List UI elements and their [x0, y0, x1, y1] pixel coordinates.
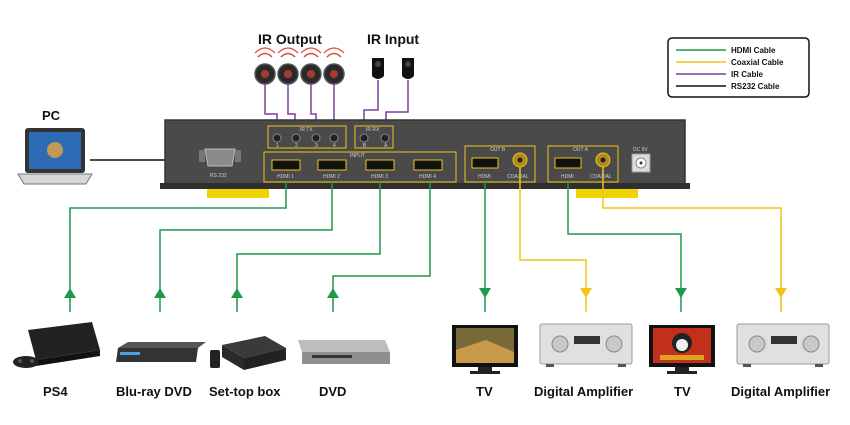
ps4-icon [13, 322, 100, 368]
ir-tx-port-label: 2 [295, 143, 298, 149]
output-label-tv: TV [476, 384, 493, 399]
pc-heading: PC [42, 108, 61, 123]
tv-icon [452, 325, 518, 374]
hdmi-port [271, 159, 301, 171]
ir-emitter-icon [323, 47, 345, 85]
ir-tx-label: IR TX [300, 127, 313, 133]
out-b-block [464, 145, 536, 183]
ir-tx-block [267, 125, 347, 149]
ir-receivers [372, 58, 414, 79]
hdmi-port [317, 159, 347, 171]
ir-rx-label: IR RX [366, 127, 380, 133]
ir-tx-jack [272, 133, 282, 143]
ir-tx-port-label: 3 [315, 143, 318, 149]
ir-tx-jack [291, 133, 301, 143]
hdmi-input-block [263, 151, 457, 183]
ir-receiver-icon [372, 58, 384, 79]
legend-rs232-label: RS232 Cable [731, 82, 780, 91]
tv-icon [649, 325, 715, 374]
amplifier-icon [736, 323, 830, 367]
coax-output-cables [519, 167, 782, 312]
output-arrows [479, 288, 787, 298]
output-label-amplifier: Digital Amplifier [731, 384, 830, 399]
out-a-label: OUT A [573, 147, 589, 153]
hdmi-port-label: HDMI 3 [371, 174, 388, 180]
amplifier-icon [539, 323, 633, 367]
out-a-block [547, 145, 619, 183]
out-b-coax-label: COAXIAL [507, 174, 529, 180]
matrix-switcher-device: RS 232 IR TX 1 2 3 4 IR RX B A INPUT [160, 119, 690, 198]
hdmi-source-cables [69, 182, 431, 312]
out-b-hdmi-port [471, 157, 499, 169]
rs232-label: RS 232 [210, 173, 227, 179]
pc-laptop-icon [17, 128, 93, 185]
hdmi-port [413, 159, 443, 171]
out-a-coax-label: COAXIAL [590, 174, 612, 180]
legend-coax-label: Coaxial Cable [731, 58, 784, 67]
output-label-tv: TV [674, 384, 691, 399]
set-top-box-icon [210, 336, 286, 370]
ir-rx-jack [380, 133, 390, 143]
ir-emitter-icon [300, 47, 322, 85]
legend-hdmi-label: HDMI Cable [731, 46, 776, 55]
ir-emitters [254, 47, 345, 85]
dc-label: DC 5V [633, 147, 648, 153]
rs232-port: RS 232 [199, 148, 241, 179]
ir-tx-port-label: 4 [333, 143, 336, 149]
hdmi-source-arrows [64, 288, 339, 298]
ir-tx-port-label: 1 [276, 143, 279, 149]
out-a-hdmi-label: HDMI [561, 174, 574, 180]
source-label-bluray: Blu-ray DVD [116, 384, 192, 399]
ir-emitter-icon [254, 47, 276, 85]
ir-rx-port-label: B [363, 143, 367, 149]
ir-rx-jack [359, 133, 369, 143]
ir-tx-jack [329, 133, 339, 143]
source-label-ps4: PS4 [43, 384, 68, 399]
ir-emitter-icon [277, 47, 299, 85]
out-b-label: OUT B [490, 147, 506, 153]
hdmi-port-label: HDMI 2 [323, 174, 340, 180]
hdmi-input-ports: HDMI 1 HDMI 2 HDMI 3 HDMI 4 [271, 159, 443, 180]
input-label: INPUT [350, 153, 365, 159]
ir-rx-port-label: A [384, 143, 388, 149]
ir-tx-jack [311, 133, 321, 143]
out-b-hdmi-label: HDMI [478, 174, 491, 180]
out-a-hdmi-port [554, 157, 582, 169]
source-label-settop: Set-top box [209, 384, 281, 399]
hdmi-port [365, 159, 395, 171]
ir-output-heading: IR Output [258, 31, 322, 47]
cable-legend: HDMI Cable Coaxial Cable IR Cable RS232 … [667, 37, 810, 98]
ir-rx-block [354, 125, 394, 149]
legend-ir-label: IR Cable [731, 70, 764, 79]
source-label-dvd: DVD [319, 384, 346, 399]
ir-receiver-icon [402, 58, 414, 79]
hdmi-port-label: HDMI 4 [419, 174, 436, 180]
output-label-amplifier: Digital Amplifier [534, 384, 633, 399]
dvd-player-icon [298, 340, 390, 364]
hdmi-port-label: HDMI 1 [277, 174, 294, 180]
bluray-player-icon [116, 342, 206, 362]
ir-input-heading: IR Input [367, 31, 419, 47]
